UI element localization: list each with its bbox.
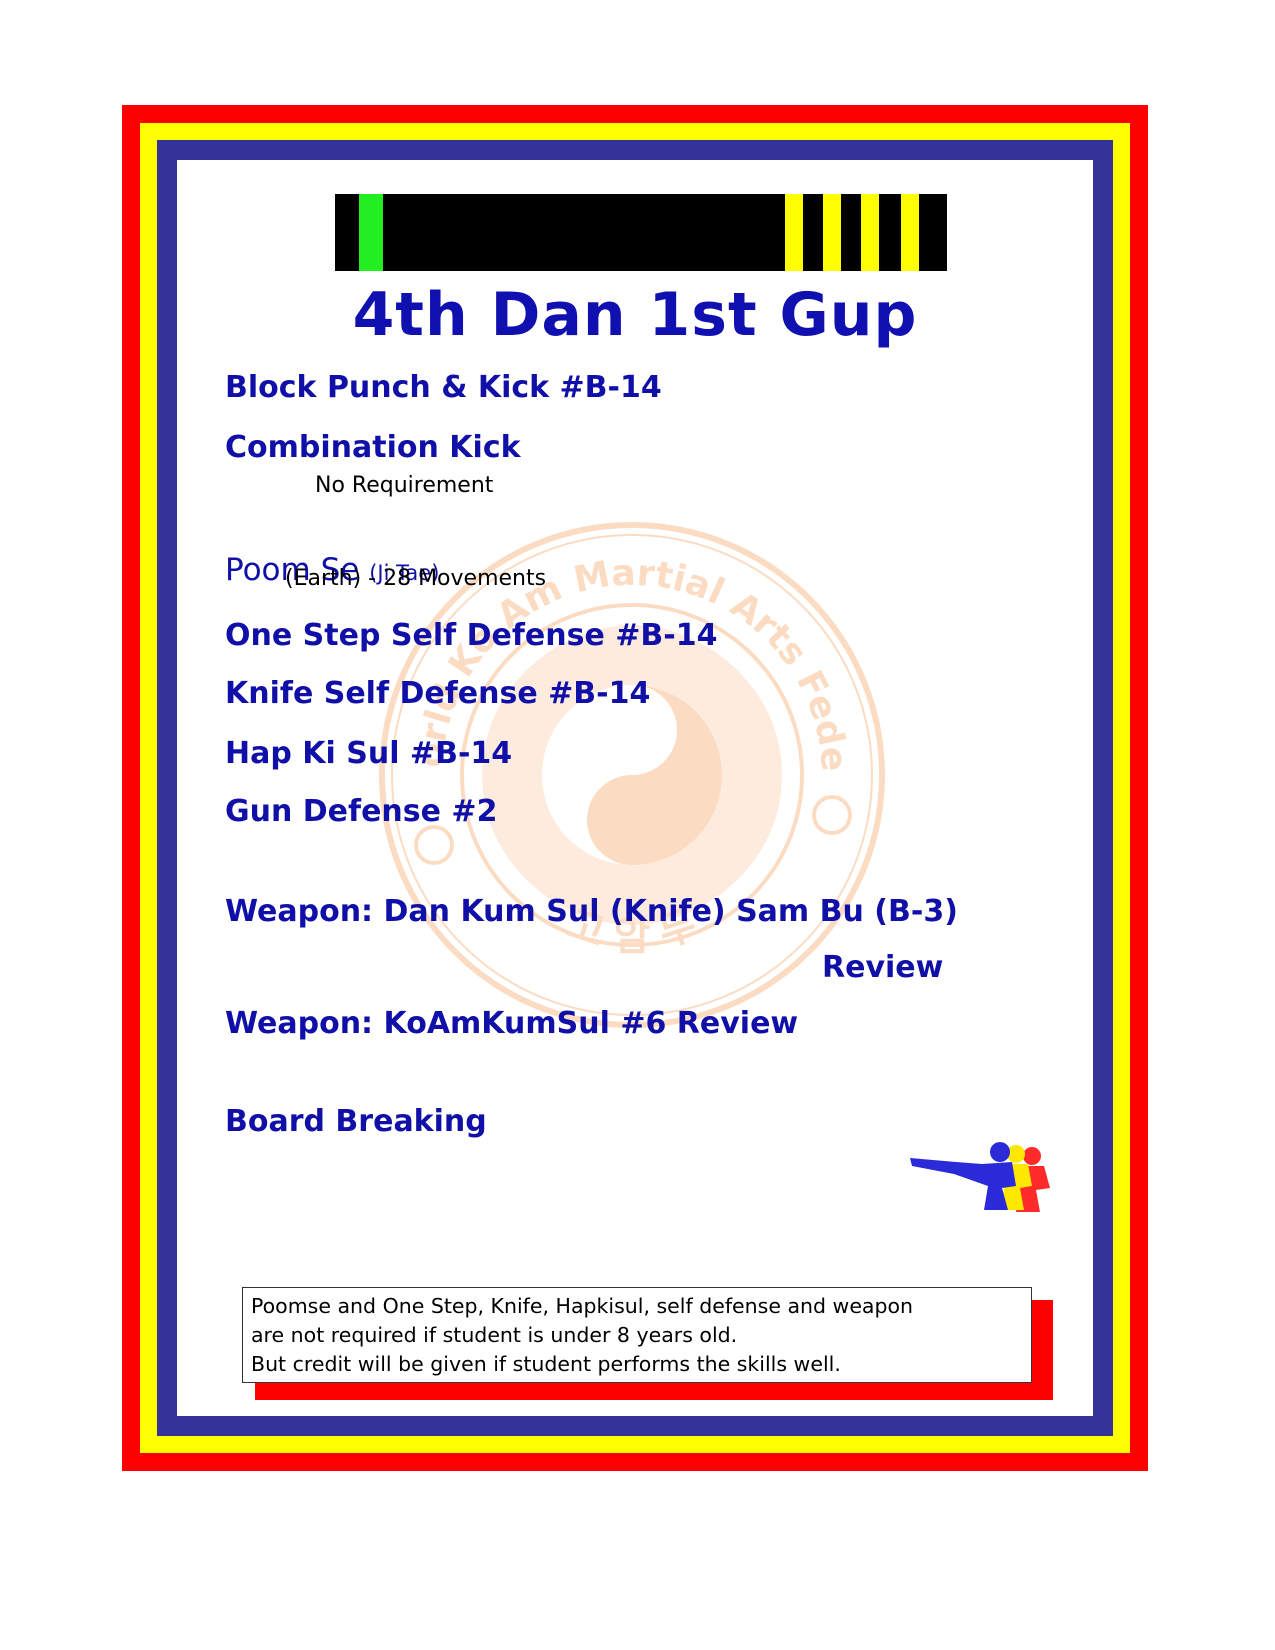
item-weapon-dan-kum-review: Review [822,950,944,985]
kicking-figures-icon [910,1142,1050,1212]
item-hap-ki-sul: Hap Ki Sul #B-14 [225,736,513,771]
combination-kick-note: No Requirement [315,473,494,498]
belt-gold-stripe [785,194,803,271]
poom-se-name: (Ji Tae) [369,561,440,585]
item-weapon-dan-kum: Weapon: Dan Kum Sul (Knife) Sam Bu (B-3) [225,894,958,929]
note-line-2: are not required if student is under 8 y… [251,1323,738,1347]
belt-gold-stripe [901,194,919,271]
page-title: 4th Dan 1st Gup [352,280,918,350]
poom-se-note: (Earth) - 28 Movements [285,566,547,591]
black-belt-graphic [335,194,947,271]
note-line-1: Poomse and One Step, Knife, Hapkisul, se… [251,1294,914,1318]
belt-gold-stripe [861,194,879,271]
federation-emblem-icon: The World Ko Am Martial Arts Federation … [372,515,885,1028]
item-poom-se: Poom Se (Ji Tae) [225,552,439,588]
requirement-note-box: Poomse and One Step, Knife, Hapkisul, se… [242,1287,1032,1383]
item-combination-kick: Combination Kick [225,430,521,465]
page-panel: The World Ko Am Martial Arts Federation … [177,160,1093,1416]
belt-gold-stripe [823,194,841,271]
item-weapon-koam: Weapon: KoAmKumSul #6 Review [225,1006,799,1041]
poom-se-label: Poom Se [225,552,360,588]
item-gun-defense: Gun Defense #2 [225,794,498,829]
belt-tip-stripe [359,194,383,271]
item-block-punch-kick: Block Punch & Kick #B-14 [225,370,662,405]
item-one-step: One Step Self Defense #B-14 [225,618,718,653]
note-line-3: But credit will be given if student perf… [251,1352,841,1376]
item-board-breaking: Board Breaking [225,1104,487,1139]
item-knife-defense: Knife Self Defense #B-14 [225,676,651,711]
